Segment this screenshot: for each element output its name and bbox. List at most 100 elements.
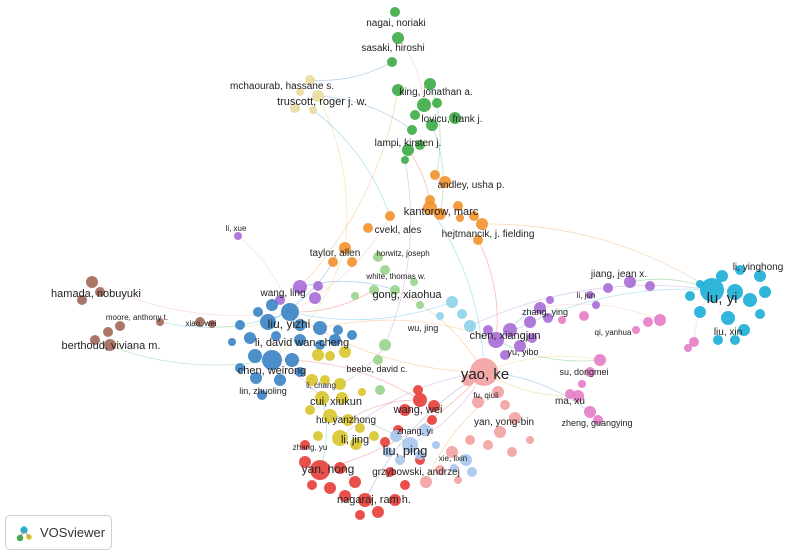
author-node[interactable] <box>290 103 300 113</box>
author-node[interactable] <box>572 390 584 402</box>
label-yan-hong[interactable]: yan, hong <box>302 462 355 476</box>
author-node[interactable] <box>325 351 335 361</box>
author-node[interactable] <box>543 313 553 323</box>
label-beebe[interactable]: beebe, david c. <box>346 364 407 374</box>
author-node[interactable] <box>410 278 418 286</box>
label-wang-wei[interactable]: wang, wei <box>393 404 443 416</box>
author-node[interactable] <box>694 306 706 318</box>
label-lovicu[interactable]: lovicu, frank j. <box>421 114 482 125</box>
author-node[interactable] <box>305 405 315 415</box>
author-node[interactable] <box>293 280 307 294</box>
author-node[interactable] <box>738 324 750 336</box>
label-lu-yi[interactable]: lu, yi <box>707 290 738 307</box>
author-node[interactable] <box>266 299 278 311</box>
author-node[interactable] <box>373 252 383 262</box>
author-node[interactable] <box>558 316 566 324</box>
author-node[interactable] <box>306 374 318 386</box>
label-lampi[interactable]: lampi, kirsten j. <box>375 138 442 149</box>
author-node[interactable] <box>423 201 437 215</box>
author-node[interactable] <box>417 98 431 112</box>
author-node[interactable] <box>380 265 390 275</box>
author-node[interactable] <box>527 333 537 343</box>
author-node[interactable] <box>389 494 401 506</box>
author-node[interactable] <box>603 283 613 293</box>
label-lin-zhuoling[interactable]: lin, zhuoling <box>239 386 287 396</box>
author-node[interactable] <box>385 467 395 477</box>
author-node[interactable] <box>390 430 402 442</box>
author-node[interactable] <box>464 320 476 332</box>
label-horwitz[interactable]: horwitz, joseph <box>376 249 429 258</box>
author-node[interactable] <box>275 295 285 305</box>
author-node[interactable] <box>399 404 411 416</box>
author-node[interactable] <box>565 389 575 399</box>
author-node[interactable] <box>434 208 446 220</box>
author-node[interactable] <box>415 450 425 460</box>
author-node[interactable] <box>755 309 765 319</box>
author-node[interactable] <box>713 335 723 345</box>
label-liu-yizhi[interactable]: liu, yizhi <box>268 317 311 331</box>
author-node[interactable] <box>449 112 461 124</box>
author-node[interactable] <box>401 156 409 164</box>
author-node[interactable] <box>410 110 420 120</box>
author-node[interactable] <box>380 437 390 447</box>
author-node[interactable] <box>195 317 205 327</box>
author-node[interactable] <box>696 280 704 288</box>
author-node[interactable] <box>645 281 655 291</box>
label-chen-xiangjun[interactable]: chen, xiangjun <box>470 330 541 342</box>
label-wang-ling[interactable]: wang, ling <box>259 288 305 299</box>
author-node[interactable] <box>503 323 517 337</box>
author-node[interactable] <box>473 235 483 245</box>
author-node[interactable] <box>476 218 488 230</box>
author-node[interactable] <box>426 119 438 131</box>
label-li-chang[interactable]: li, chang <box>306 381 336 390</box>
author-node[interactable] <box>730 335 740 345</box>
label-chen-weirong[interactable]: chen, weirong <box>238 365 307 377</box>
author-node[interactable] <box>584 406 596 418</box>
author-node[interactable] <box>546 296 554 304</box>
author-node[interactable] <box>235 320 245 330</box>
label-liu-xin[interactable]: liu, xin <box>714 327 742 338</box>
author-node[interactable] <box>514 340 526 352</box>
author-node[interactable] <box>454 476 462 484</box>
label-su-dongmei[interactable]: su, dongmei <box>559 367 608 377</box>
author-node[interactable] <box>349 476 361 488</box>
label-cui-xiukun[interactable]: cui, xiukun <box>310 396 362 408</box>
author-node[interactable] <box>312 349 324 361</box>
author-node[interactable] <box>323 409 337 423</box>
author-node[interactable] <box>309 292 321 304</box>
author-node[interactable] <box>309 106 317 114</box>
author-node[interactable] <box>257 390 267 400</box>
author-node[interactable] <box>392 32 404 44</box>
author-node[interactable] <box>456 214 464 222</box>
author-node[interactable] <box>385 211 395 221</box>
label-mchaourab[interactable]: mchaourab, hassane s. <box>230 81 334 92</box>
author-node[interactable] <box>439 176 451 188</box>
author-node[interactable] <box>294 334 306 346</box>
author-node[interactable] <box>400 480 410 490</box>
author-node[interactable] <box>351 292 359 300</box>
author-node[interactable] <box>312 90 324 102</box>
author-node[interactable] <box>281 303 299 321</box>
author-node[interactable] <box>500 400 510 410</box>
author-node[interactable] <box>632 326 640 334</box>
author-node[interactable] <box>336 392 348 404</box>
author-node[interactable] <box>585 367 595 377</box>
label-qi-yanhua[interactable]: qi, yanhua <box>595 328 632 337</box>
label-li-jun[interactable]: li, jun <box>577 291 596 300</box>
author-node[interactable] <box>262 350 282 370</box>
author-node[interactable] <box>383 447 393 457</box>
author-node[interactable] <box>450 464 458 472</box>
label-truscott[interactable]: truscott, roger j. w. <box>277 96 367 108</box>
author-node[interactable] <box>296 88 304 96</box>
label-li-jing[interactable]: li, jing <box>341 434 369 446</box>
label-andley[interactable]: andley, usha p. <box>437 180 504 191</box>
author-node[interactable] <box>754 270 766 282</box>
author-node[interactable] <box>488 332 504 348</box>
label-hamada[interactable]: hamada, nobuyuki <box>51 288 141 300</box>
author-node[interactable] <box>689 337 699 347</box>
author-node[interactable] <box>355 510 365 520</box>
author-node[interactable] <box>104 339 116 351</box>
label-liu-ping[interactable]: liu, ping <box>383 443 428 458</box>
author-node[interactable] <box>472 396 484 408</box>
